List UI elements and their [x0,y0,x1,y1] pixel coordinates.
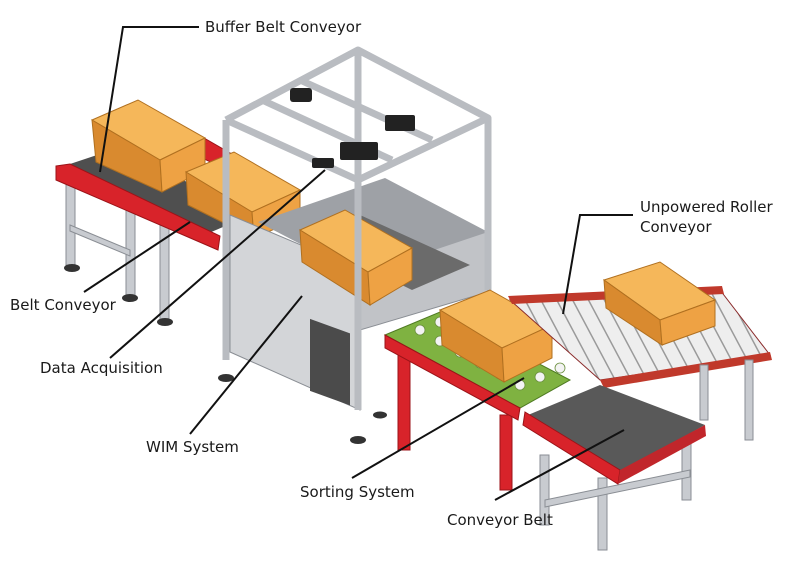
label-data-acquisition: Data Acquisition [40,359,163,377]
leader-unpowered-roller-conveyor [562,214,633,315]
buffer-package-box [90,99,207,193]
leader-belt-conveyor [83,221,191,293]
leader-wim-system [189,295,303,435]
label-buffer-belt-conveyor: Buffer Belt Conveyor [205,18,362,36]
leader-sorting-system [351,377,525,479]
leader-data-acquisition [109,169,326,359]
label-belt-conveyor: Belt Conveyor [10,296,116,314]
front-conveyor-belt [522,385,706,551]
leader-buffer-belt-conveyor [99,26,199,173]
camera-units [290,88,415,168]
leader-lines [83,26,633,501]
label-unpowered-roller-line2: Conveyor [640,218,712,236]
sorting-package-box [438,289,554,383]
label-sorting-system: Sorting System [300,483,415,501]
wim-feet [218,374,387,444]
leader-conveyor-belt [494,429,625,501]
label-unpowered-roller-line1: Unpowered Roller [640,198,773,216]
roller-package-box [602,261,717,346]
label-wim-system: WIM System [146,438,239,456]
label-conveyor-belt: Conveyor Belt [447,511,553,529]
